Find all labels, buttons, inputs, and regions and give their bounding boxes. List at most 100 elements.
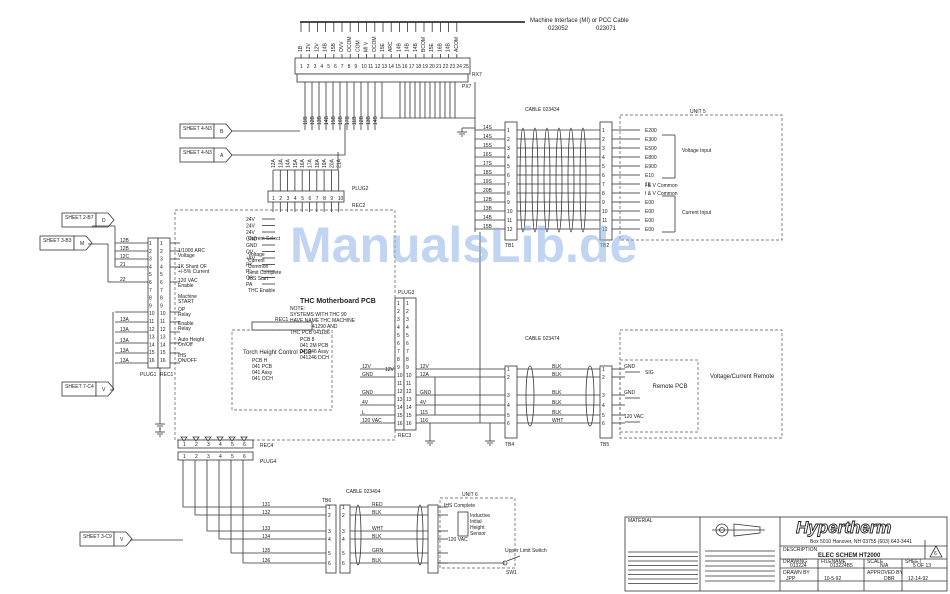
rec4-pin: 6 xyxy=(243,442,246,448)
unit6-line-part: Height xyxy=(470,525,485,531)
upper-wire-number: 19S xyxy=(483,179,493,185)
wire-number: 13B xyxy=(317,115,323,125)
approved-date: 12-14-92 xyxy=(908,576,928,582)
bottom-wire-color: BLK xyxy=(372,534,382,540)
rec4-arrow xyxy=(180,436,188,442)
plug3-left-label: 4V xyxy=(362,400,369,406)
top-pin-label: 22 xyxy=(443,64,449,70)
plug2-wire-number: 20A xyxy=(329,158,335,168)
upper-wire-number: 20B xyxy=(483,188,493,194)
thc-input-pin: 24V xyxy=(246,230,256,236)
twisted-pair xyxy=(555,127,563,233)
plug1-pin: 15 xyxy=(160,350,166,356)
plug2-wire-number: 16A xyxy=(300,158,306,168)
thc-left-signal-cont: Relay xyxy=(178,326,191,332)
tb5-body xyxy=(599,365,613,439)
sheet-ref-label: SHEET 4-N3 xyxy=(183,126,212,132)
plug1-pin: 2 xyxy=(160,249,163,255)
drawn-value: JPP xyxy=(786,576,796,582)
tb6b-pin: 2 xyxy=(342,513,345,519)
plug2-wire-number: 21A xyxy=(337,158,343,168)
remote-signal-pin: SIG xyxy=(645,370,654,376)
top-pin-label: 7 xyxy=(341,64,344,70)
tb1-pin: 1 xyxy=(507,128,510,134)
tb1-pin: 5 xyxy=(507,164,510,170)
rec4-arrow xyxy=(228,436,236,442)
tb2-pin: 1 xyxy=(602,128,605,134)
plug4-pin: 1 xyxy=(183,454,186,460)
plug4-wire-number: 133 xyxy=(262,526,271,532)
thc-input-pin: 24V xyxy=(246,217,256,223)
material-label: MATERIAL xyxy=(628,518,653,524)
thc-left-signal: 1K Shunt OF xyxy=(178,264,207,270)
sheet-ref-label: SHEET 3-C9 xyxy=(83,534,112,540)
tb1-body xyxy=(504,121,518,241)
top-signal-label: 16B xyxy=(437,42,443,52)
plug3-pin: 7 xyxy=(406,349,409,355)
top-signal-label: OVV xyxy=(339,41,345,52)
rec4-body xyxy=(177,439,254,449)
unit5-title: UNIT 5 xyxy=(690,109,706,115)
thc-input-pin: 24V xyxy=(246,224,256,230)
top-pin-label: 11 xyxy=(368,64,373,70)
rec1-pin: 14 xyxy=(149,342,155,348)
tb5-pin: 6 xyxy=(602,421,605,427)
thc-left-signal: Machine xyxy=(178,294,197,300)
unit5: UNIT 5 Voltage Input I & V Common Curren… xyxy=(619,109,783,241)
tb1-pin: 6 xyxy=(507,173,510,179)
thc-left-signal-cont: Enable xyxy=(178,283,194,289)
ground-symbol xyxy=(155,420,165,429)
plug1-pin: 3 xyxy=(160,257,163,263)
rec1-pin: 13 xyxy=(149,335,155,341)
thc-note: SYSTEMS WITH THC 90 xyxy=(290,312,347,318)
rev-value: 6 xyxy=(934,551,937,557)
plug3-right-label: 12A xyxy=(420,372,430,378)
rec4-arrow xyxy=(204,436,212,442)
top-pin-label: 21 xyxy=(436,64,442,70)
tb6-body xyxy=(325,504,337,574)
cable-mid-label: CABLE 023474 xyxy=(525,336,560,342)
plug2-pin: 2 xyxy=(279,196,282,202)
thc-note: HAVE NAME THC MACHINE xyxy=(290,318,356,324)
mid-wire-color: WHT xyxy=(552,418,563,424)
plug3-pin: 2 xyxy=(406,309,409,315)
thc-pcb-line: 041246 DCH xyxy=(300,355,329,361)
top-pin-label: 6 xyxy=(334,64,337,70)
sheet-ref-arrow xyxy=(95,381,115,397)
plug2-pin: 7 xyxy=(316,196,319,202)
top-pin-label: 3 xyxy=(314,64,317,70)
watermark: ManualsLib.de xyxy=(290,217,637,273)
tb4-pin: 6 xyxy=(507,421,510,427)
plug1-wire-number: 21 xyxy=(120,262,126,268)
plug3-label: PLUG3 xyxy=(398,290,415,296)
plug1-group: 1122334455667788991010111112121313141415… xyxy=(88,225,180,429)
bottom-wire-color: RED xyxy=(372,502,383,508)
plug1-pin: 11 xyxy=(160,319,165,325)
tb2-pin: 7 xyxy=(602,182,605,188)
tb5-pin: 5 xyxy=(602,413,605,419)
remote-pcb-outline xyxy=(619,359,699,433)
remote-side-label: Voltage/Current Remote xyxy=(710,374,775,380)
unit6-line: 120 VAC xyxy=(448,537,468,543)
wire-number: 11B xyxy=(303,116,309,125)
plug4-wire-number: 132 xyxy=(262,510,271,516)
wire-number: 13B xyxy=(366,115,372,125)
unit6-outline xyxy=(439,497,516,569)
tb1-pin: 12 xyxy=(507,227,513,233)
mid-wire-color: BLK xyxy=(552,400,562,406)
unit5-pin-label: E200 xyxy=(645,128,657,134)
thc-pcb-line: PCB 8 xyxy=(300,337,315,343)
switch-ref: SW1 xyxy=(506,570,517,576)
plug4-group: REC4 PLUG4 11223344556613113213313413513… xyxy=(130,428,326,564)
ground-symbol xyxy=(425,437,435,446)
tb5-pin: 1 xyxy=(602,367,605,373)
filename-label: FILENAME xyxy=(821,559,847,565)
tb4-pin: 1 xyxy=(507,367,510,373)
tb2-pin: 5 xyxy=(602,164,605,170)
